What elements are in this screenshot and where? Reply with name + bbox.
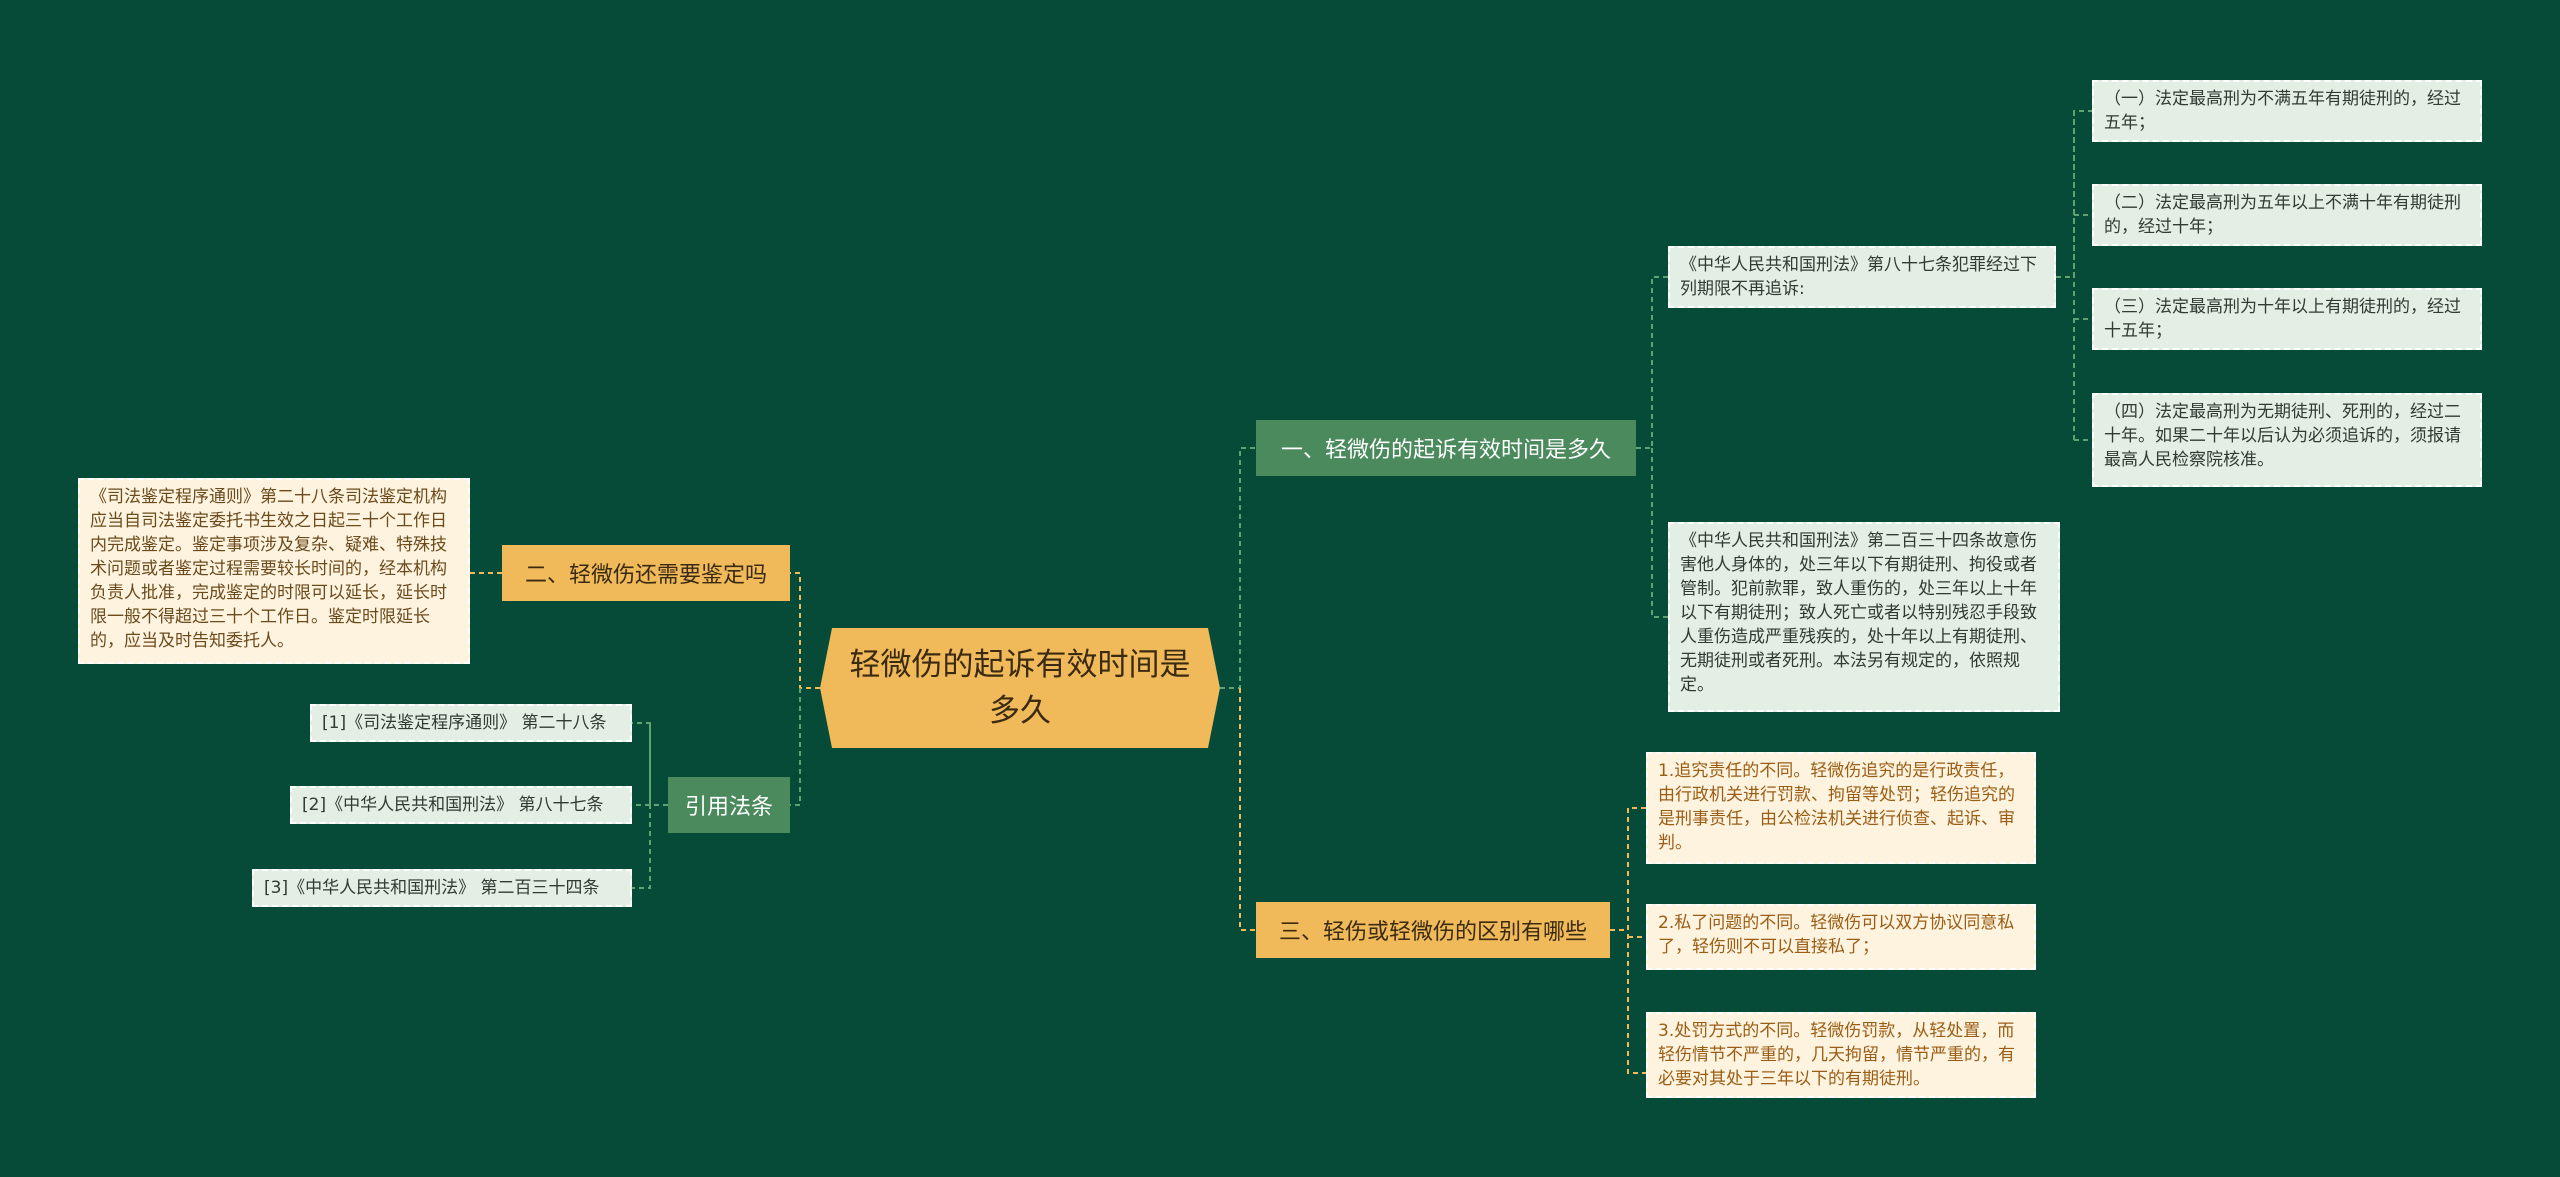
branch-1[interactable]: 一、轻微伤的起诉有效时间是多久 bbox=[1256, 420, 1636, 476]
branch-3[interactable]: 三、轻伤或轻微伤的区别有哪些 bbox=[1256, 902, 1610, 958]
link-root-b2 bbox=[790, 572, 820, 689]
link-b1-law87 bbox=[1636, 276, 1668, 449]
ref-2[interactable]: [2]《中华人民共和国刑法》 第八十七条 bbox=[290, 786, 632, 824]
leaf-b2-text-content: 《司法鉴定程序通则》第二十八条司法鉴定机构应当自司法鉴定委托书生效之日起三十个工… bbox=[90, 487, 447, 651]
leaf-law87[interactable]: 《中华人民共和国刑法》第八十七条犯罪经过下列期限不再追诉: bbox=[1668, 246, 2056, 308]
branch-4[interactable]: 引用法条 bbox=[668, 777, 790, 833]
leaf-law87-item-3-text: （三）法定最高刑为十年以上有期徒刑的，经过十五年； bbox=[2104, 297, 2461, 341]
link-b3-items bbox=[1610, 807, 1646, 1074]
branch-4-label: 引用法条 bbox=[684, 795, 773, 820]
ref-1[interactable]: [1]《司法鉴定程序通则》 第二十八条 bbox=[310, 704, 632, 742]
leaf-law87-text: 《中华人民共和国刑法》第八十七条犯罪经过下列期限不再追诉: bbox=[1680, 255, 2037, 299]
leaf-law87-item-3[interactable]: （三）法定最高刑为十年以上有期徒刑的，经过十五年； bbox=[2092, 288, 2482, 350]
leaf-law87-item-1[interactable]: （一）法定最高刑为不满五年有期徒刑的，经过五年； bbox=[2092, 80, 2482, 142]
branch-1-label: 一、轻微伤的起诉有效时间是多久 bbox=[1280, 438, 1611, 463]
ref-2-text: [2]《中华人民共和国刑法》 第八十七条 bbox=[302, 795, 604, 815]
branch-2-label: 二、轻微伤还需要鉴定吗 bbox=[524, 563, 767, 588]
link-b4-refs bbox=[632, 722, 668, 889]
root-title: 轻微伤的起诉有效时间是多久 bbox=[849, 647, 1191, 729]
link-law87-items bbox=[2056, 110, 2092, 441]
leaf-b2-text[interactable]: 《司法鉴定程序通则》第二十八条司法鉴定机构应当自司法鉴定委托书生效之日起三十个工… bbox=[78, 478, 470, 664]
ref-1-text: [1]《司法鉴定程序通则》 第二十八条 bbox=[322, 713, 607, 733]
branch-2[interactable]: 二、轻微伤还需要鉴定吗 bbox=[502, 545, 790, 601]
leaf-law234[interactable]: 《中华人民共和国刑法》第二百三十四条故意伤害他人身体的，处三年以下有期徒刑、拘役… bbox=[1668, 522, 2060, 712]
leaf-law87-item-4[interactable]: （四）法定最高刑为无期徒刑、死刑的，经过二十年。如果二十年以后认为必须追诉的，须… bbox=[2092, 393, 2482, 487]
leaf-b3-item-1-text: 1.追究责任的不同。轻微伤追究的是行政责任，由行政机关进行罚款、拘留等处罚；轻伤… bbox=[1658, 761, 2015, 853]
ref-3-text: [3]《中华人民共和国刑法》 第二百三十四条 bbox=[264, 878, 600, 898]
leaf-law87-item-2[interactable]: （二）法定最高刑为五年以上不满十年有期徒刑的，经过十年； bbox=[2092, 184, 2482, 246]
leaf-b3-item-1[interactable]: 1.追究责任的不同。轻微伤追究的是行政责任，由行政机关进行罚款、拘留等处罚；轻伤… bbox=[1646, 752, 2036, 864]
leaf-b3-item-2[interactable]: 2.私了问题的不同。轻微伤可以双方协议同意私了，轻伤则不可以直接私了； bbox=[1646, 904, 2036, 970]
leaf-b3-item-3-text: 3.处罚方式的不同。轻微伤罚款，从轻处置，而轻伤情节不严重的，几天拘留，情节严重… bbox=[1658, 1021, 2015, 1089]
leaf-law87-item-2-text: （二）法定最高刑为五年以上不满十年有期徒刑的，经过十年； bbox=[2104, 193, 2461, 237]
leaf-law87-item-4-text: （四）法定最高刑为无期徒刑、死刑的，经过二十年。如果二十年以后认为必须追诉的，须… bbox=[2104, 402, 2461, 470]
link-b1-law234 bbox=[1651, 448, 1668, 618]
link-root-b1 bbox=[1220, 447, 1256, 689]
leaf-law87-item-1-text: （一）法定最高刑为不满五年有期徒刑的，经过五年； bbox=[2104, 89, 2461, 133]
leaf-b3-item-3[interactable]: 3.处罚方式的不同。轻微伤罚款，从轻处置，而轻伤情节不严重的，几天拘留，情节严重… bbox=[1646, 1012, 2036, 1098]
link-root-b3 bbox=[1239, 688, 1256, 931]
branch-3-label: 三、轻伤或轻微伤的区别有哪些 bbox=[1278, 920, 1587, 945]
leaf-law234-text: 《中华人民共和国刑法》第二百三十四条故意伤害他人身体的，处三年以下有期徒刑、拘役… bbox=[1680, 531, 2037, 695]
link-root-b4 bbox=[790, 688, 801, 806]
leaf-b3-item-2-text: 2.私了问题的不同。轻微伤可以双方协议同意私了，轻伤则不可以直接私了； bbox=[1658, 913, 2015, 957]
ref-3[interactable]: [3]《中华人民共和国刑法》 第二百三十四条 bbox=[252, 869, 632, 907]
root-topic[interactable]: 轻微伤的起诉有效时间是多久 bbox=[820, 628, 1220, 748]
